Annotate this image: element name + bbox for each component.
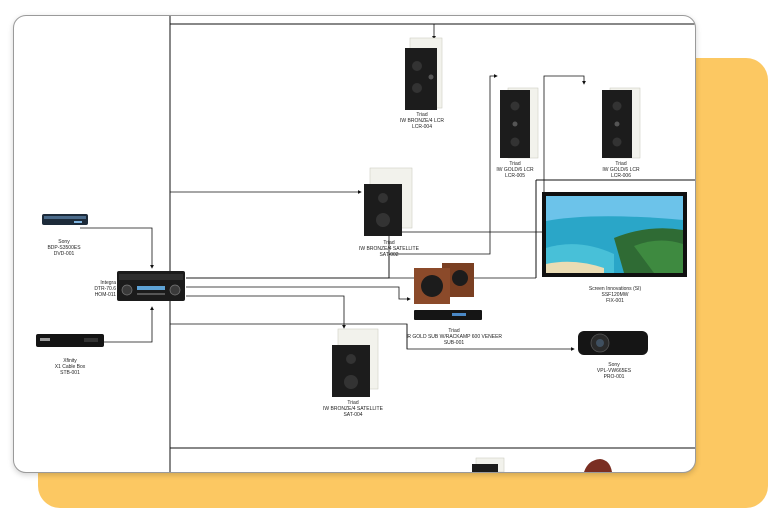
lcr-mid-label: Triad IW GOLD/6 LCR LCR-005 (490, 161, 540, 179)
lcr-top-label: Triad IW BRONZE/4 LCR LCR-004 (394, 112, 450, 130)
projector-model: VPL-VW665ES (596, 368, 632, 374)
sat-bottom-model: IW BRONZE/4 SATELLITE (323, 406, 383, 412)
lcr-right-model: IW GOLD/6 LCR (602, 167, 640, 173)
subwoofer-icon[interactable] (414, 263, 482, 320)
receiver-brand: Integra (100, 280, 116, 286)
in-wall-speaker-icon[interactable] (602, 87, 641, 159)
diagram-card: Sony BDP-S3500ES DVD-001 Xfinity X1 Cabl… (13, 15, 696, 473)
lcr-mid-model: IW GOLD/6 LCR (496, 167, 534, 173)
partial-chair-icon (584, 459, 612, 472)
sat-top-model: IW BRONZE/4 SATELLITE (359, 246, 419, 252)
projector-icon[interactable] (578, 331, 648, 355)
sat-bottom-label: Triad IW BRONZE/4 SATELLITE SAT-004 (320, 400, 386, 418)
cable-box-icon[interactable] (36, 334, 104, 347)
screen-tag: FIX-001 (606, 298, 624, 304)
frame-lines (169, 16, 695, 472)
sat-top-label: Triad IW BRONZE/4 SATELLITE SAT-002 (356, 240, 422, 258)
av-receiver-icon[interactable] (117, 271, 185, 301)
cable-model: X1 Cable Box (54, 364, 86, 370)
lcr-top-model: IW BRONZE/4 LCR (400, 118, 444, 124)
projector-brand: Sony (608, 362, 620, 368)
bluray-player-icon[interactable] (42, 214, 88, 225)
projector-label: Sony VPL-VW665ES PRO-001 (586, 362, 642, 380)
screen-label: Screen Innovations (SI) SSF120MW FIX-001 (582, 286, 648, 304)
sat-top-brand: Triad (383, 240, 395, 246)
satellite-speaker-icon[interactable] (364, 167, 413, 236)
bluray-label: Sony BDP-S3500ES DVD-001 (36, 239, 92, 257)
cable-brand: Xfinity (63, 358, 77, 364)
lcr-right-label: Triad IW GOLD/6 LCR LCR-006 (596, 161, 646, 179)
in-wall-speaker-icon[interactable] (500, 87, 539, 159)
receiver-model: DTR-70.6 (94, 286, 116, 292)
satellite-speaker-icon[interactable] (332, 328, 379, 397)
sub-label: Triad IR GOLD SUB W/RACKAMP 600 VENEER S… (406, 328, 502, 346)
sub-brand: Triad (448, 328, 460, 334)
sub-tag: SUB-001 (443, 340, 465, 346)
sat-top-tag: SAT-002 (379, 252, 399, 258)
lcr-mid-brand: Triad (509, 161, 521, 167)
cable-tag: STB-001 (60, 370, 80, 376)
bluray-model: BDP-S3500ES (47, 245, 81, 251)
in-wall-speaker-icon[interactable] (405, 37, 443, 110)
cable-box-label: Xfinity X1 Cable Box STB-001 (40, 358, 100, 376)
screen-model: SSF120MW (601, 292, 629, 298)
lcr-right-tag: LCR-006 (610, 173, 631, 179)
sat-bottom-brand: Triad (347, 400, 359, 406)
lcr-right-brand: Triad (615, 161, 627, 167)
projector-tag: PRO-001 (603, 374, 625, 380)
partial-speaker-icon (472, 457, 505, 472)
lcr-mid-tag: LCR-005 (504, 173, 525, 179)
bluray-tag: DVD-001 (53, 251, 75, 257)
sub-model: IR GOLD SUB W/RACKAMP 600 VENEER (406, 334, 503, 340)
bluray-brand: Sony (58, 239, 70, 245)
projection-screen-icon[interactable] (542, 192, 687, 277)
screen-brand: Screen Innovations (SI) (588, 286, 642, 292)
lcr-top-brand: Triad (416, 112, 428, 118)
wiring-diagram (36, 16, 695, 472)
receiver-tag: HOM-011 (94, 292, 116, 298)
receiver-label: Integra DTR-70.6 HOM-011 (86, 280, 116, 298)
sat-bottom-tag: SAT-004 (343, 412, 363, 418)
lcr-top-tag: LCR-004 (411, 124, 432, 130)
